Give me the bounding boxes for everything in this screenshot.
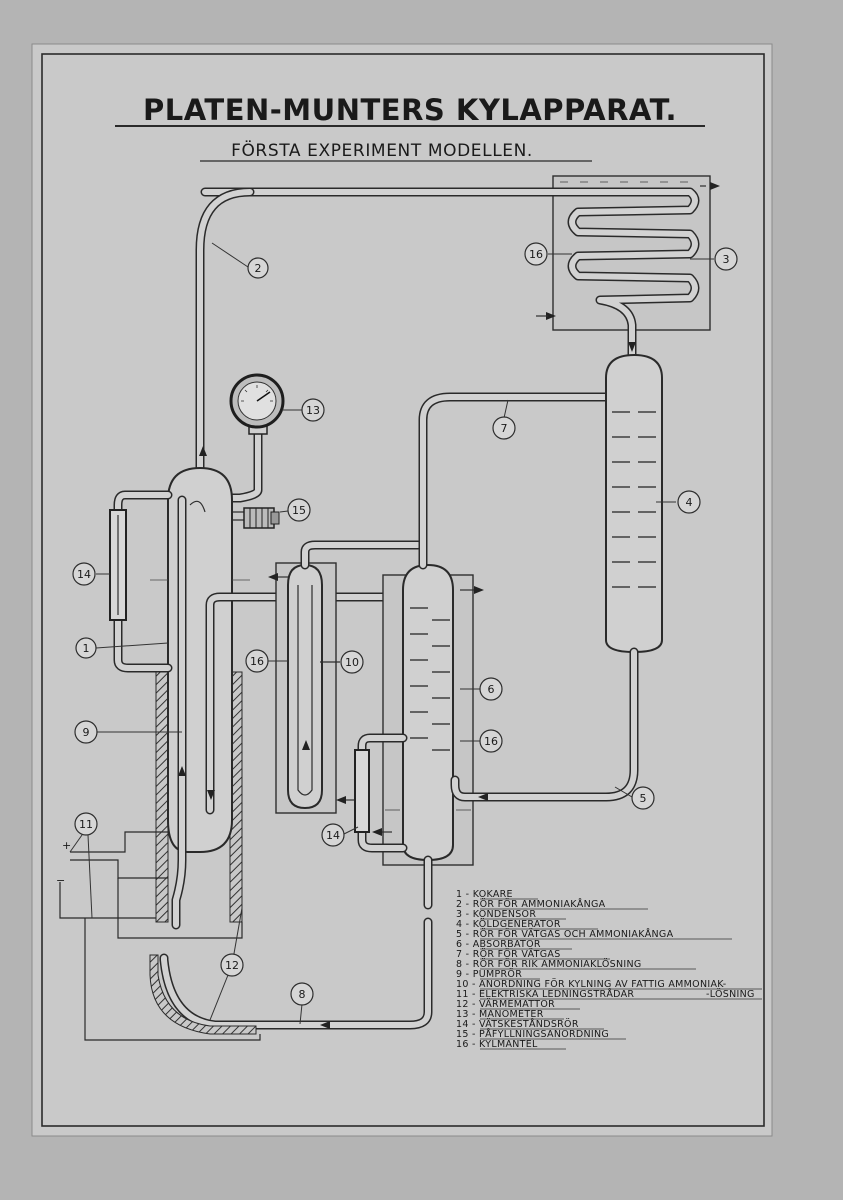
page-title: PLATEN-MUNTERS KYLAPPARAT.: [143, 93, 677, 127]
absorber-vessel: [385, 563, 471, 862]
callout-12: 12: [220, 953, 244, 977]
legend-item: 4 - KÖLDGENERATOR: [456, 919, 561, 930]
legend-item: 13 - MANOMETER: [456, 1009, 544, 1020]
svg-text:16: 16: [529, 248, 543, 261]
boiler: [150, 466, 250, 930]
drawing-border: [41, 53, 765, 1127]
legend-item: 8 - RÖR FÖR RIK AMMONIAKLÖSNING: [456, 959, 642, 970]
legend-item: 2 - RÖR FÖR AMMONIAKÅNGA: [456, 898, 606, 910]
pipe-hydrogen: [418, 392, 611, 570]
boiler-heater-left: [155, 671, 169, 923]
page-subtitle: FÖRSTA EXPERIMENT MODELLEN.: [231, 139, 533, 161]
legend-item: 5 - RÖR FÖR VÄTGAS OCH AMMONIAKÅNGA: [456, 928, 674, 940]
condenser-coil: [200, 187, 700, 365]
svg-text:11: 11: [79, 818, 93, 831]
svg-text:14: 14: [326, 829, 340, 842]
svg-text:4: 4: [686, 496, 693, 509]
svg-text:1: 1: [83, 642, 90, 655]
condenser-flow-arrows: [536, 182, 720, 352]
legend-item: 11 - ELEKTRISKA LEDNINGSTRÅDAR: [456, 988, 634, 1000]
callout-16-condenser: 16: [524, 242, 548, 266]
callout-11: 11: [74, 812, 98, 836]
callout-7: 7: [492, 416, 516, 440]
level-gauge-boiler: [109, 490, 173, 673]
legend-item: 12 - VÄRMEMATTOR: [456, 999, 555, 1010]
legend-item: 3 - KONDENSOR: [456, 909, 536, 920]
callout-6: 6: [479, 677, 503, 701]
legend-item: 14 - VÄTSKESTÅNDSRÖR: [456, 1018, 579, 1030]
svg-text:8: 8: [299, 988, 306, 1001]
callout-14-boiler: 14: [72, 562, 96, 586]
pipe-rich-solution: [159, 855, 433, 1030]
callout-2: 2: [247, 257, 269, 279]
legend-item: 10 - ANORDNING FÖR KYLNING AV FATTIG AMM…: [456, 979, 727, 990]
svg-text:10: 10: [345, 656, 359, 669]
legend-item: 16 - KYLMANTEL: [456, 1039, 538, 1050]
callout-8: 8: [290, 982, 314, 1006]
legend: 1 - KOKARE 2 - RÖR FÖR AMMONIAKÅNGA 3 - …: [456, 889, 762, 1050]
svg-text:12: 12: [225, 959, 239, 972]
legend-item: 6 - ABSORBATOR: [456, 939, 541, 950]
svg-text:13: 13: [306, 404, 320, 417]
legend-item: 7 - RÖR FÖR VÄTGAS: [456, 949, 561, 960]
legend-item: 15 - PÅFYLLNINGSANORDNING: [456, 1028, 609, 1040]
lower-heater-hatch: [149, 954, 257, 1035]
callout-16-absorber: 16: [479, 729, 503, 753]
callout-16-cooling: 16: [245, 649, 269, 673]
pipe-ammonia-vapour: [195, 187, 255, 480]
callout-13: 13: [301, 398, 325, 422]
svg-text:7: 7: [501, 422, 508, 435]
callout-4: 4: [677, 490, 701, 514]
svg-text:14: 14: [77, 568, 91, 581]
callout-9: 9: [74, 720, 98, 744]
callout-15: 15: [287, 498, 311, 522]
svg-text:16: 16: [484, 735, 498, 748]
legend-item: 1 - KOKARE: [456, 889, 513, 900]
manometer: [217, 373, 285, 503]
level-gauge-absorber: [354, 733, 408, 853]
cooling-device-tube: [287, 563, 340, 810]
callout-1: 1: [75, 637, 97, 659]
pipe-hydrogen-ammonia: [450, 647, 639, 802]
legend-continuation: -LÖSNING: [706, 989, 755, 1000]
electrical-wires: [59, 831, 261, 1041]
svg-text:16: 16: [250, 655, 264, 668]
callout-3: 3: [714, 247, 738, 271]
callout-14-absorber: 14: [321, 823, 345, 847]
svg-text:15: 15: [292, 504, 306, 517]
terminal-minus: −: [56, 874, 65, 887]
svg-text:3: 3: [723, 253, 730, 266]
svg-text:9: 9: [83, 726, 90, 739]
evaporator: [605, 353, 663, 654]
legend-item: 9 - PUMPRÖR: [456, 969, 522, 980]
terminal-plus: +: [62, 839, 71, 852]
pipe-hydrogen-connector: [300, 540, 423, 570]
svg-text:2: 2: [255, 262, 262, 275]
svg-text:5: 5: [640, 792, 647, 805]
callout-5: 5: [631, 786, 655, 810]
callout-10: 10: [340, 650, 364, 674]
svg-text:6: 6: [488, 683, 495, 696]
